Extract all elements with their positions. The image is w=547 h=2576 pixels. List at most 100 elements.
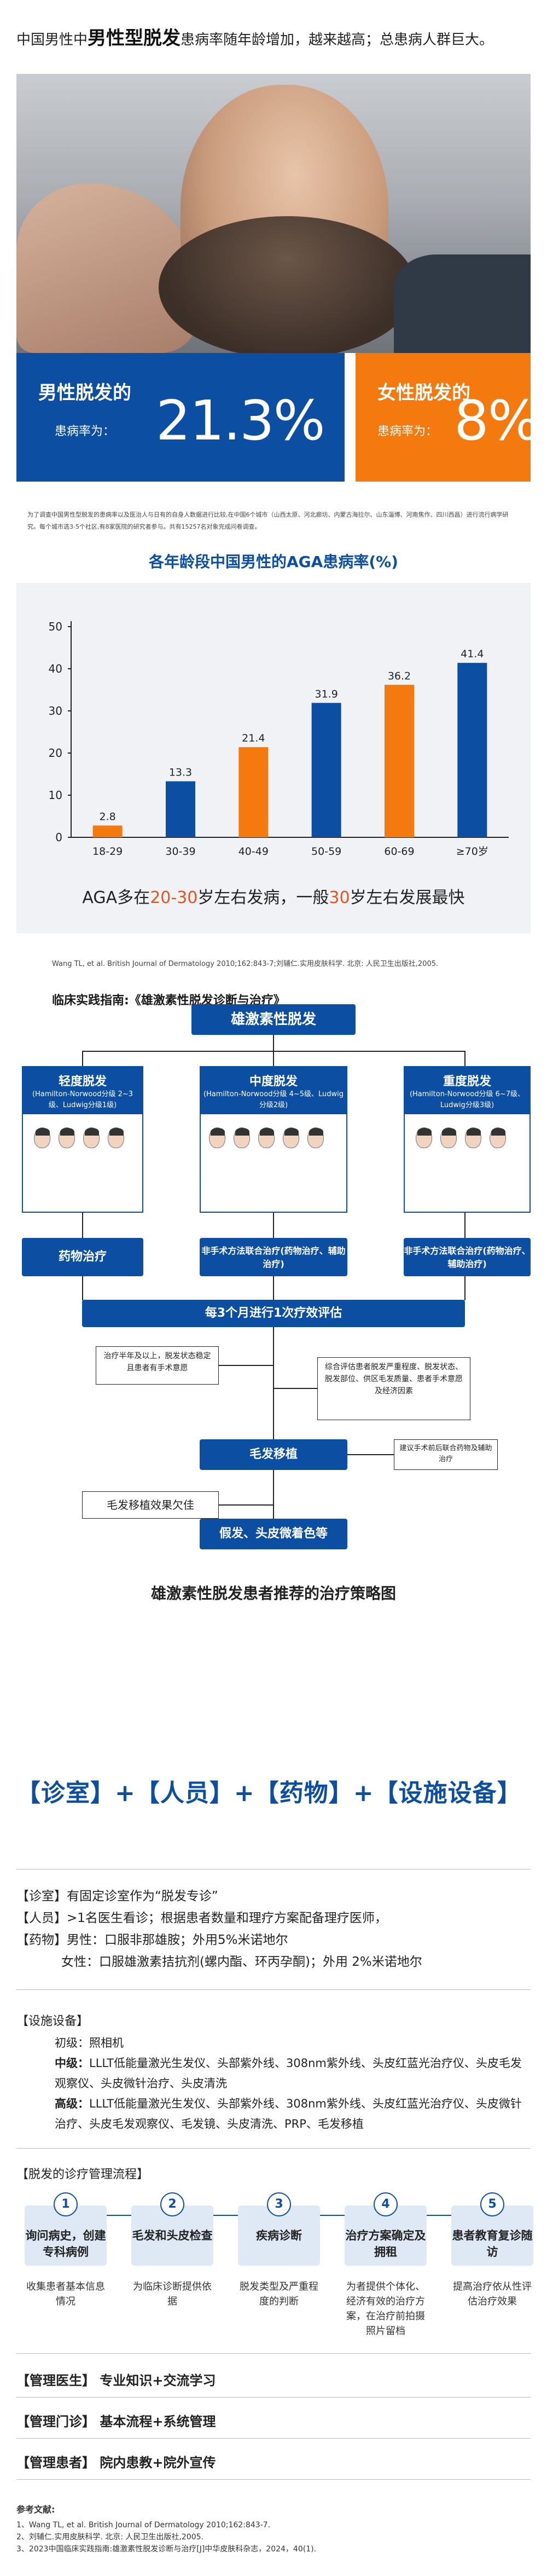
req-room: 【诊室】有固定诊室作为“脱发专诊” [16,1889,218,1903]
chart-caption: AGA多在20-30岁左右发病，一般30岁左右发展最快 [0,884,547,908]
female-stat-value: 8% [454,389,540,453]
intro-suffix: 患病率随年龄增加，越来越高；总患病人群巨大。 [181,32,494,48]
step-4-desc: 为者提供个体化、经济有效的治疗方案，在治疗前拍摄照片留档 [346,2281,425,2337]
step-2-desc: 为临床诊断提供依据 [133,2281,212,2307]
ref-2: 2、刘辅仁.实用皮肤科学. 北京: 人民卫生出版社,2005. [16,2533,203,2542]
equip-mid: LLLT低能量激光生发仪、头部紫外线、308nm紫外线、头皮红蓝光治疗仪、头皮毛… [55,2057,522,2090]
step-3-number: 3 [267,2192,291,2216]
survey-note: 为了调查中国男性型脱发的患病率以及医治人与日有的自身人数据进行比较,在中国6个城… [27,511,509,530]
requirements-list: 【诊室】有固定诊室作为“脱发专诊” 【人员】>1名医生看诊；根据患者数量和理疗方… [16,1885,531,1973]
step-1-number: 1 [54,2192,78,2216]
bar [166,781,195,837]
moderate-sub: (Hamilton-Norwood分级 4~5级、Ludwig分级2级) [203,1090,344,1109]
mild-sub: (Hamilton-Norwood分级 2~3级、Ludwig分级1级) [32,1090,133,1109]
bar [238,747,269,837]
chart-reference: Wang TL, et al. British Journal of Derma… [52,960,439,968]
caption-highlight1: 20-30 [150,888,198,907]
mgmt-clinic: 【管理门诊】 基本流程+系统管理 [16,2414,216,2429]
ref-3: 3、2023中国临床实践指南:雄激素性脱发诊断与治疗[J]中华皮肤科杂志，202… [16,2545,317,2554]
y-tick-label: 30 [49,704,62,717]
step-4-number: 4 [374,2192,398,2216]
flow-nonsurgical-moderate: 非手术方法联合治疗(药物治疗、辅助治疗) [200,1238,347,1276]
severe-title: 重度脱发 [443,1075,491,1089]
caption-highlight2: 30 [329,888,350,907]
req-drug-male: 【药物】男性：口服非那雄胺；外用5%米诺地尔 [16,1933,288,1947]
severe-sub: (Hamilton-Norwood分级 6~7级、Ludwig分级3级) [409,1090,525,1109]
shirt-shape [394,254,531,353]
step-2-number: 2 [160,2192,184,2216]
flow-unsatisfied: 毛发移植效果欠佳 [82,1491,219,1519]
flow-wig: 假发、头皮微着色等 [200,1519,347,1549]
bar-value-label: 2.8 [100,811,116,823]
caption-part3: 岁左右发展最快 [350,888,465,907]
card-severe: 重度脱发(Hamilton-Norwood分级 6~7级、Ludwig分级3级) [404,1066,531,1213]
bar-value-label: 41.4 [461,648,484,660]
hero-photo [16,74,531,353]
male-stat-sub: 患病率为： [55,425,115,438]
ref-1: 1、Wang TL, et al. British Journal of Der… [16,2521,271,2529]
female-stat-sub: 患病率为： [377,425,438,438]
x-tick-label: 30-39 [165,846,195,858]
req-drug-female: 女性：口服雄激素拮抗剂(螺内酯、环丙孕酮)；外用 2%米诺地尔 [61,1955,422,1969]
req-staff: 【人员】>1名医生看诊；根据患者数量和理疗方案配备理疗医师， [16,1911,387,1925]
hair-shape [159,216,416,353]
female-stat-card: 女性脱发的 患病率为： 8% [356,353,540,482]
equip-mid-label: 中级： [55,2057,89,2070]
flow-note-right: 综合评估患者脱发严重程度、脱发状态、脱发部位、供区毛发质量、患者手术意愿及经济因… [317,1357,470,1420]
equip-adv-label: 高级： [55,2097,89,2110]
x-tick-label: 50-59 [311,846,341,858]
hairloss-diagram-icon [206,1122,370,1166]
y-tick-label: 40 [49,662,62,675]
intro-prefix: 中国男性中 [16,32,88,48]
intro-bold: 男性型脱发 [88,27,181,49]
strategy-title: 雄激素性脱发患者推荐的治疗策略图 [150,1584,396,1602]
x-tick-label: 60-69 [384,846,414,858]
male-stat-card: 男性脱发的 患病率为： 21.3% [16,353,345,482]
bar [92,825,123,837]
x-tick-label: 40-49 [238,846,269,858]
equip-adv: LLLT低能量激光生发仪、头部紫外线、308nm紫外线、头皮红蓝光治疗仪、头皮微… [55,2097,522,2131]
flow-drug: 药物治疗 [22,1238,143,1276]
moderate-title: 中度脱发 [249,1075,298,1089]
y-tick-label: 10 [49,789,62,802]
bar-value-label: 31.9 [315,688,338,700]
chart-panel [16,583,531,933]
card-moderate: 中度脱发(Hamilton-Norwood分级 4~5级、Ludwig分级2级) [200,1066,347,1213]
intro-text: 中国男性中男性型脱发患病率随年龄增加，越来越高；总患病人群巨大。 [16,28,536,50]
bar-value-label: 36.2 [388,670,411,682]
mgmt-patient: 【管理患者】 院内患教+院外宣传 [16,2455,216,2470]
male-stat-title: 男性脱发的 [38,382,131,404]
hairloss-diagram-icon [28,1122,193,1166]
caption-part1: AGA多在 [82,888,150,907]
card-mild: 轻度脱发(Hamilton-Norwood分级 2~3级、Ludwig分级1级) [22,1066,143,1213]
equipment-list: 初级：照相机 中级：LLLT低能量激光生发仪、头部紫外线、308nm紫外线、头皮… [55,2033,525,2134]
bar-value-label: 21.4 [242,732,265,744]
bar [385,685,414,837]
requirements-formula: 【诊室】+【人员】+【药物】+【设施设备】 [16,1779,522,1807]
y-tick-label: 0 [55,831,62,844]
male-stat-value: 21.3% [156,389,325,453]
caption-part2: 岁左右发病，一般 [197,888,329,907]
step-3-desc: 脱发类型及严重程度的判断 [240,2281,318,2307]
mgmt-doctor: 【管理医生】 专业知识+交流学习 [16,2373,216,2388]
step-5-number: 5 [480,2192,504,2216]
female-stat-title: 女性脱发的 [377,382,470,404]
equip-basic: 初级：照相机 [55,2036,124,2050]
flow-nonsurgical-severe: 非手术方法联合治疗(药物治疗、辅助治疗) [404,1238,531,1276]
step-1-desc: 收集患者基本信息情况 [26,2281,105,2307]
flow-note-left: 治疗半年及以上，脱发状态稳定且患者有手术意愿 [96,1346,219,1385]
flow-note-transplant: 建议手术前后联合药物及辅助治疗 [394,1439,498,1470]
bar [311,703,341,837]
flow-evaluate: 每3个月进行1次疗效评估 [82,1300,465,1327]
mild-title: 轻度脱发 [58,1075,107,1089]
x-tick-label: 18-29 [92,846,123,858]
y-tick-label: 20 [49,746,62,760]
process-title: 【脱发的诊疗管理流程】 [16,2168,149,2181]
bar-chart: 010203040502.818-2913.330-3921.440-4931.… [49,620,509,858]
bar [457,663,487,837]
chart-title: 各年龄段中国男性的AGA患病率(%) [149,553,398,571]
flow-transplant: 毛发移植 [200,1439,347,1470]
bar-value-label: 13.3 [169,767,192,779]
flow-top: 雄激素性脱发 [191,1004,356,1035]
references: 参考文献: 1、Wang TL, et al. British Journal … [16,2504,531,2555]
